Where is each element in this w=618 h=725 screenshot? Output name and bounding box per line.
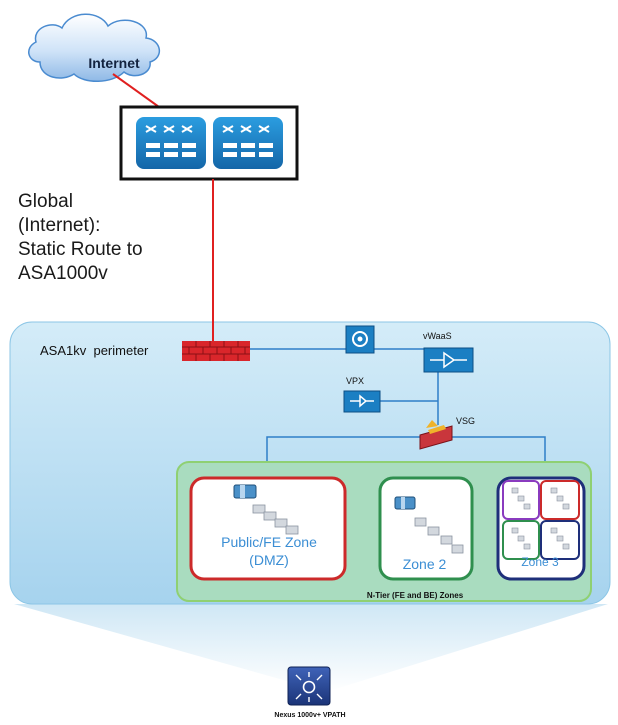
server-stack-icon bbox=[414, 517, 464, 554]
ntier-zones-label: N-Tier (FE and BE) Zones bbox=[366, 591, 464, 600]
edge-router-pair bbox=[119, 105, 299, 181]
funnel-shape bbox=[14, 604, 608, 692]
annotation-line: ASA1000v bbox=[18, 263, 108, 284]
vpx-device-icon bbox=[343, 390, 381, 413]
vsg-icon bbox=[419, 420, 453, 450]
internet-cloud-icon bbox=[28, 13, 160, 82]
public-fe-zone bbox=[189, 476, 347, 581]
perimeter-label: ASA1kv perimeter bbox=[40, 343, 149, 358]
zone-3-label: Zone 3 bbox=[521, 555, 559, 569]
internet-cloud-label: Internet bbox=[88, 55, 140, 71]
zone-2-label: Zone 2 bbox=[402, 556, 447, 572]
router-icon bbox=[136, 117, 206, 169]
static-route-annotation: Global (Internet): Static Route to ASA10… bbox=[18, 190, 218, 286]
vwaas-device-icon bbox=[423, 347, 474, 373]
annotation-line: (Internet): bbox=[18, 215, 101, 236]
zone-label-line: (DMZ) bbox=[249, 552, 289, 568]
nexus-switch-icon bbox=[287, 666, 331, 706]
annotation-line: Static Route to bbox=[18, 239, 143, 260]
zone-3 bbox=[496, 476, 586, 581]
annotation-line: Global bbox=[18, 191, 73, 212]
router-icon bbox=[213, 117, 283, 169]
vpx-label: VPX bbox=[346, 376, 365, 386]
mini-server-icon bbox=[511, 487, 570, 550]
zone-label-line: Public/FE Zone bbox=[221, 534, 317, 550]
server-stack-icon bbox=[252, 504, 299, 535]
vwaas-label: vWaaS bbox=[423, 331, 452, 341]
public-fe-zone-label: Public/FE Zone (DMZ) bbox=[194, 533, 344, 569]
nexus-switch-label: Nexus 1000v+ VPATH bbox=[274, 712, 346, 719]
zone-2 bbox=[378, 476, 474, 581]
vsg-label: VSG bbox=[456, 416, 476, 426]
firewall-icon bbox=[182, 341, 250, 361]
waas-icon bbox=[345, 325, 375, 354]
